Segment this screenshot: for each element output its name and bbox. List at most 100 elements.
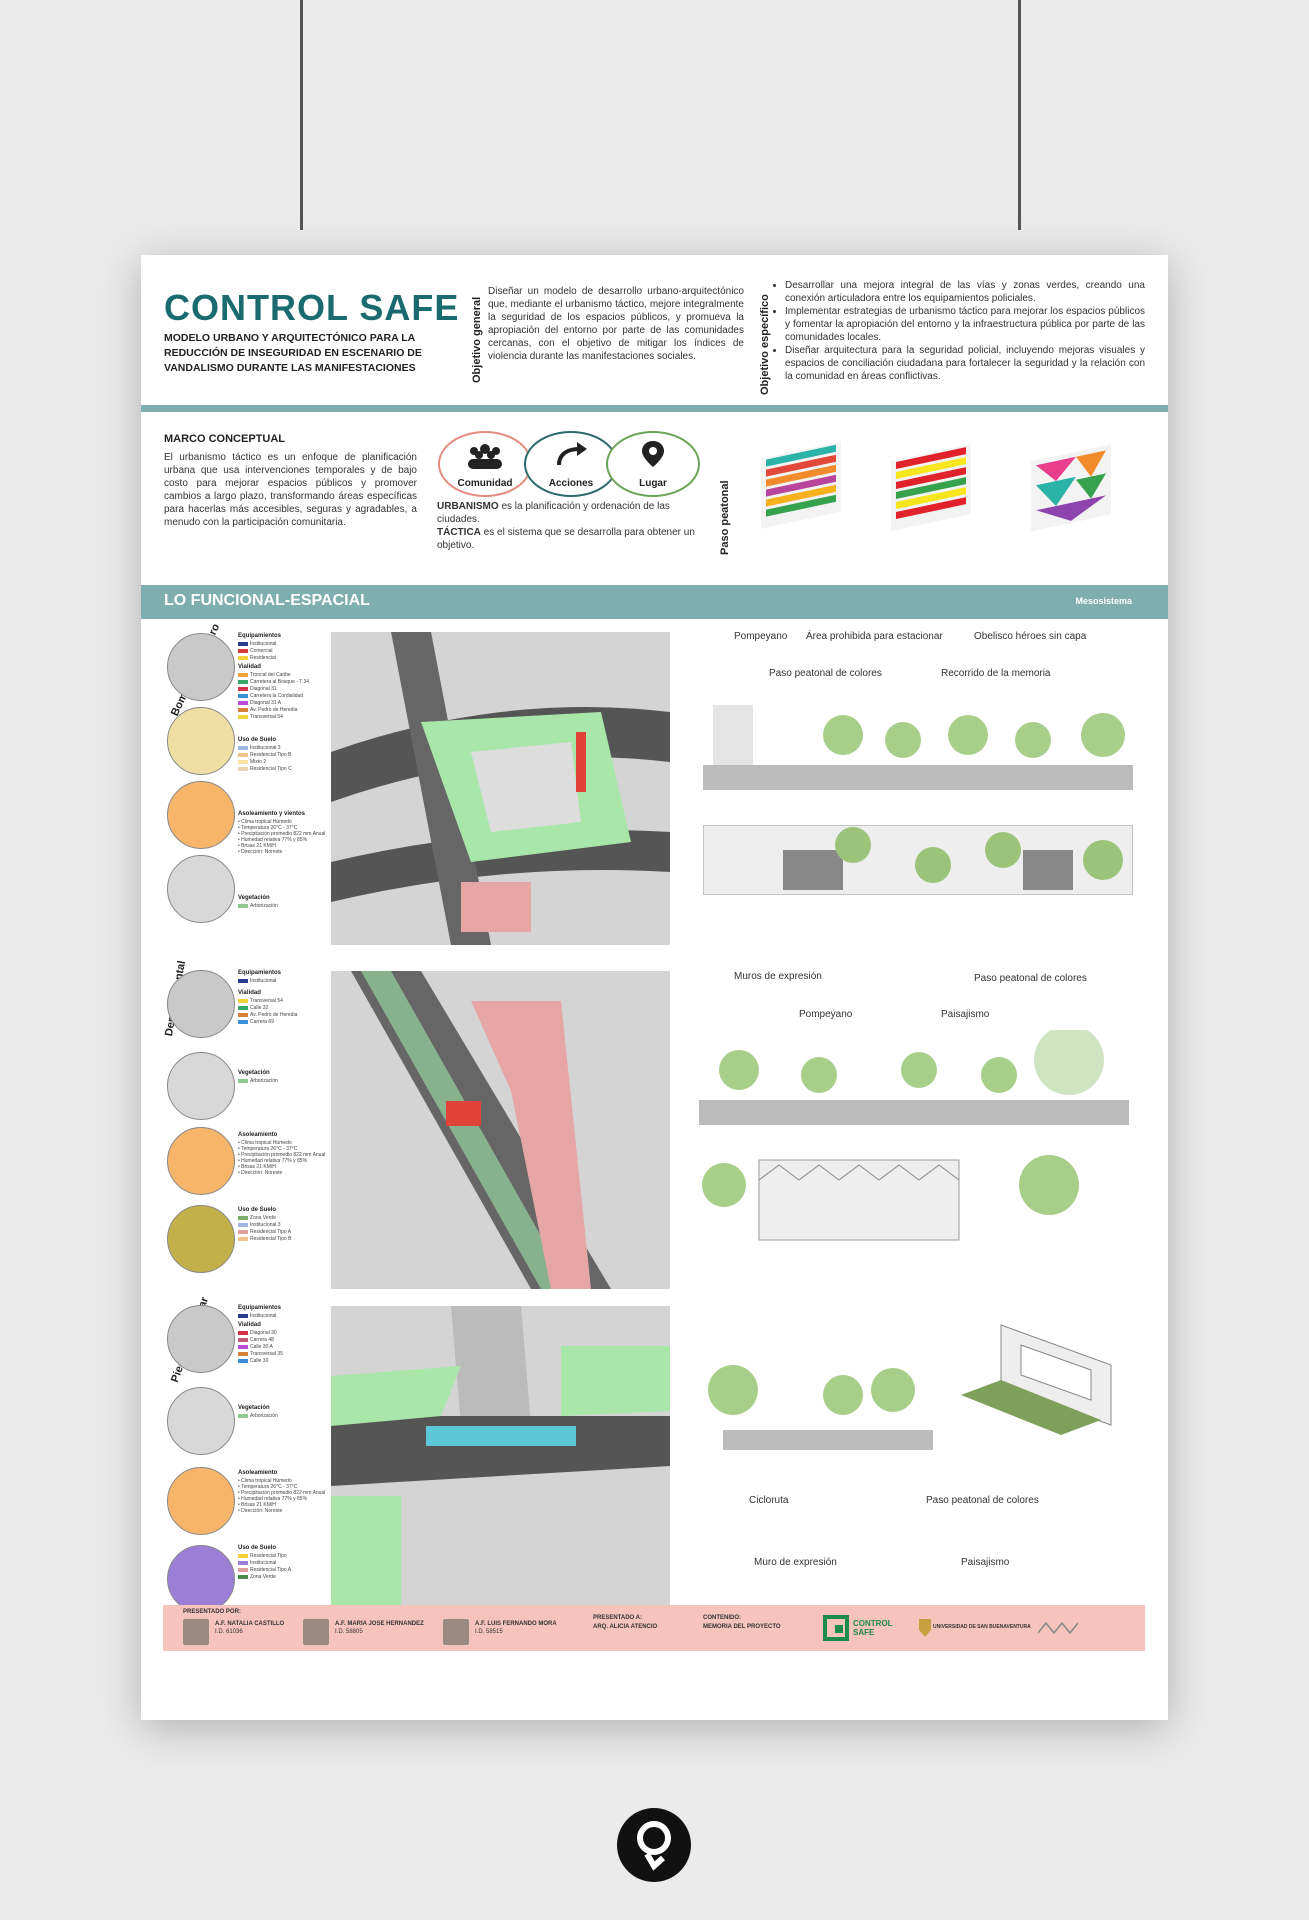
legend-title: Vialidad [238, 990, 261, 996]
legend-item: Zona Verde [238, 1215, 276, 1221]
legend-item: Institucional [238, 978, 276, 984]
callout-label: Paso peatonal de colores [769, 668, 882, 679]
circle-label: Comunidad [457, 478, 513, 489]
legend-item: Residencial Tipo B [238, 1236, 291, 1242]
legend-item: • Humedad relativa 77% y 85% [238, 1496, 308, 1502]
legend-title: Vialidad [238, 1322, 261, 1328]
definitions: URBANISMO es la planificación y ordenaci… [437, 500, 703, 552]
street-section-plan [703, 825, 1133, 895]
legend-item: Diagonal 30 [238, 1330, 277, 1336]
tactica-def-line: TÁCTICA es el sistema que se desarrolla … [437, 526, 703, 552]
partner-logo-icon [1038, 1621, 1078, 1635]
legend-item: Transversal 35 [238, 1351, 283, 1357]
section-title: LO FUNCIONAL-ESPACIAL [164, 592, 370, 609]
hanger-wire-left [300, 0, 303, 230]
minimap-equipamientos [167, 970, 235, 1038]
legend-item: Arborización [238, 1413, 278, 1419]
legend-item: Institucional [238, 1313, 276, 1319]
legend-item: Institucional [238, 1560, 276, 1566]
objetivo-especifico-item: Desarrollar una mejora integral de las v… [785, 279, 1145, 305]
author-photo-1 [183, 1619, 209, 1645]
author-id-2: I.D. 58805 [335, 1629, 363, 1635]
bench-wall-axonometric [961, 1324, 1112, 1435]
tactica-def: es el sistema que se desarrolla para obt… [437, 527, 695, 551]
callout-label: Paso peatonal de colores [926, 1495, 1039, 1506]
brand-mark-icon [617, 1808, 691, 1882]
legend-item: • Dirección: Noreste [238, 1508, 283, 1514]
callout-label: Paisajismo [961, 1557, 1010, 1568]
legend-item: Carrera 69 [238, 1019, 274, 1025]
legend-item: Residencial [238, 655, 276, 661]
location-pin-icon [642, 441, 664, 467]
minimap-equipamientos [167, 1305, 235, 1373]
author-name-2: A.F. MARIA JOSE HERNANDEZ [335, 1621, 424, 1627]
author-id-3: I.D. 58515 [475, 1629, 503, 1635]
legend-item: Comercial [238, 648, 273, 654]
legend-item: Residencial Tipo [238, 1553, 287, 1559]
legend-item: • Dirección: Noreste [238, 849, 283, 855]
callout-label: Pompeyano [734, 631, 788, 642]
legend-title: Equipamientos [238, 970, 282, 976]
divider-band [141, 405, 1168, 412]
legend-item: • Clima tropical Húmedo [238, 819, 292, 825]
callout-label: Cicloruta [749, 1495, 789, 1506]
circle-label: Acciones [548, 478, 594, 489]
legend-title: Equipamientos [238, 633, 282, 639]
legend-item: Troncal del Caribe [238, 672, 291, 678]
paso-peatonal-label: Paso peatonal [719, 480, 731, 555]
urbanismo-def-line: URBANISMO es la planificación y ordenaci… [437, 500, 703, 526]
callout-label: Muros de expresión [734, 971, 822, 982]
poster-title: CONTROL SAFE [164, 287, 460, 328]
minimap-asoleamiento [167, 1127, 235, 1195]
objetivo-general-text: Diseñar un modelo de desarrollo urbano-a… [488, 286, 744, 362]
callout-label: Paisajismo [941, 1009, 990, 1020]
circle-label: Lugar [639, 478, 667, 489]
legend-item: • Brisas 21 KM/H [238, 1164, 276, 1170]
legend-item: Transversal 54 [238, 714, 283, 720]
crosswalk-illustration-2 [891, 444, 971, 532]
legend-item: Calle 30 A [238, 1344, 273, 1350]
poster: CONTROL SAFE MODELO URBANO Y ARQUITECTÓN… [141, 255, 1168, 1720]
control-safe-logo: CONTROL SAFE [823, 1615, 903, 1643]
section-header: LO FUNCIONAL-ESPACIAL Mesosistema [141, 585, 1168, 619]
objetivo-especifico-item: Implementar estrategias de urbanismo tác… [785, 305, 1145, 344]
university-name: UNIVERSIDAD DE SAN BUENAVENTURA [933, 1624, 1031, 1630]
legend-item: Calle 32 [238, 1005, 268, 1011]
minimap-vegetacion [167, 1387, 235, 1455]
legend-title: Equipamientos [238, 1305, 282, 1311]
minimap-uso-suelo [167, 1545, 235, 1613]
minimap-vegetacion [167, 1052, 235, 1120]
circle-comunidad: Comunidad [438, 431, 532, 497]
marco-text: El urbanismo táctico es un enfoque de pl… [164, 452, 417, 528]
legend-title: Asoleamiento y vientos [238, 811, 306, 817]
legend-item: Zona Verde [238, 1574, 276, 1580]
legend-item: • Temperatura 26°C - 37°C [238, 1484, 298, 1490]
site-plan-piedra-bolivar [331, 1306, 670, 1619]
legend-item: • Brisas 21 KM/H [238, 1502, 276, 1508]
legend-title: Uso de Suelo [238, 737, 277, 743]
legend-item: • Temperatura 26°C - 37°C [238, 1146, 298, 1152]
objetivo-especifico-list: Desarrollar una mejora integral de las v… [773, 279, 1145, 383]
circle-lugar: Lugar [606, 431, 700, 497]
legend-title: Vegetación [238, 895, 270, 901]
legend-item: • Humedad relativa 77% y 85% [238, 837, 308, 843]
minimap-vegetacion [167, 855, 235, 923]
section-tag: Mesosistema [1075, 596, 1132, 606]
legend-item: • Precipitación promedio 822 mm Anual [238, 1152, 326, 1158]
hanger-wire-right [1018, 0, 1021, 230]
presented-to-label: PRESENTADO A: [593, 1615, 643, 1621]
legend-item: Residencial Tipo C [238, 766, 292, 772]
legend-item: Carretera al Bosque - T 34 [238, 679, 309, 685]
community-icon [468, 444, 502, 469]
callout-label: Obelisco héroes sin capa [974, 631, 1087, 642]
legend-item: Residencial Tipo A [238, 1567, 291, 1573]
author-name-1: A.F. NATALIA CASTILLO [215, 1621, 285, 1627]
legend-item: Calle 30 [238, 1358, 268, 1364]
minimap-uso-suelo [167, 1205, 235, 1273]
legend-item: • Temperatura 26°C - 37°C [238, 825, 298, 831]
legend-item: Carretera la Cordialidad [238, 693, 303, 699]
circle-acciones: Acciones [524, 431, 618, 497]
legend-item: • Humedad relativa 77% y 85% [238, 1158, 308, 1164]
marco-title: MARCO CONCEPTUAL [164, 433, 285, 445]
legend-item: Carrera 48 [238, 1337, 274, 1343]
